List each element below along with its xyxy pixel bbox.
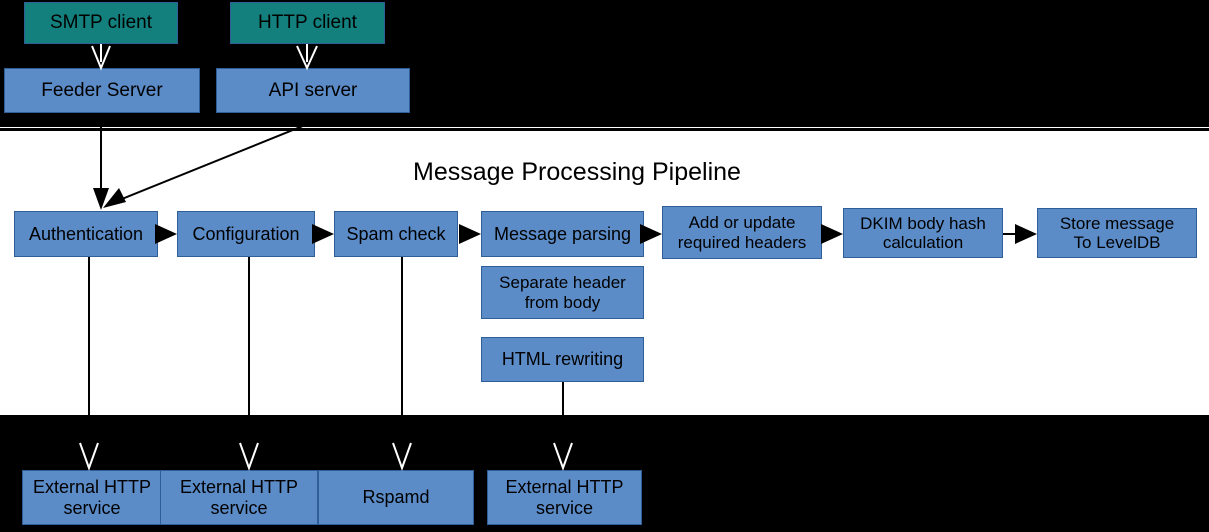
node-rspamd[interactable]: Rspamd	[318, 470, 474, 525]
band-divider-rule	[0, 128, 1209, 131]
node-authentication[interactable]: Authentication	[14, 211, 158, 257]
node-external-http-service-1[interactable]: External HTTP service	[22, 470, 162, 525]
node-api-server[interactable]: API server	[216, 68, 410, 113]
arrow-add-headers-to-dkim	[821, 224, 843, 244]
top-black-band	[0, 0, 1209, 127]
node-external-http-service-3[interactable]: External HTTP service	[487, 470, 642, 525]
node-html-rewriting[interactable]: HTML rewriting	[481, 337, 644, 382]
page-title: Message Processing Pipeline	[413, 158, 741, 186]
node-configuration[interactable]: Configuration	[177, 211, 315, 257]
node-smtp-client[interactable]: SMTP client	[24, 2, 178, 44]
node-dkim-body-hash-calculation[interactable]: DKIM body hash calculation	[843, 208, 1003, 258]
node-add-or-update-required-headers[interactable]: Add or update required headers	[662, 206, 822, 259]
node-message-parsing[interactable]: Message parsing	[481, 211, 644, 257]
node-external-http-service-2[interactable]: External HTTP service	[160, 470, 318, 525]
arrow-configuration-to-spam-check	[312, 224, 334, 244]
node-separate-header-from-body[interactable]: Separate header from body	[481, 266, 644, 319]
node-spam-check[interactable]: Spam check	[334, 211, 458, 257]
node-feeder-server[interactable]: Feeder Server	[4, 68, 200, 113]
node-http-client[interactable]: HTTP client	[230, 2, 385, 44]
arrow-authentication-to-configuration	[155, 224, 177, 244]
arrow-spam-check-to-message-parsing	[459, 224, 481, 244]
node-store-message-to-leveldb[interactable]: Store message To LevelDB	[1037, 208, 1197, 258]
arrow-dkim-to-store-message	[1003, 224, 1037, 244]
